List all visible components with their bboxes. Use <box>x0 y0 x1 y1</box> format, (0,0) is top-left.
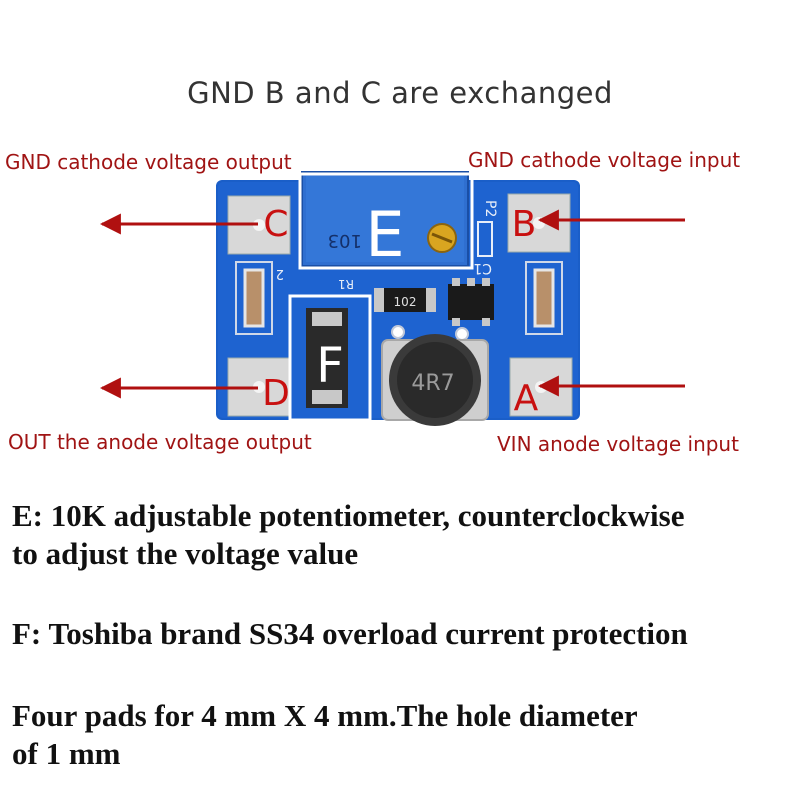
silk-p2: P2 <box>482 200 498 217</box>
desc-f-line: F: Toshiba brand SS34 overload current p… <box>12 616 688 651</box>
label-out-output: OUT the anode voltage output <box>8 430 312 454</box>
component-e-label: E <box>365 198 404 271</box>
pot-code: 103 <box>328 230 362 251</box>
highlight-f-box <box>288 294 372 422</box>
ic-chip <box>448 284 494 320</box>
silk-c1: C1 <box>473 260 492 276</box>
silk-r2: 2 <box>276 266 284 281</box>
desc-pads-line2: of 1 mm <box>12 736 121 771</box>
pad-c-label: C <box>263 204 288 245</box>
highlight-e-box <box>298 172 474 270</box>
pad-b-label: B <box>512 204 537 245</box>
pad-d-label: D <box>262 373 290 414</box>
component-f-label: F <box>316 338 344 394</box>
desc-e-line2: to adjust the voltage value <box>12 536 359 571</box>
pad-a-label: A <box>514 378 539 419</box>
capacitor-right <box>533 268 555 328</box>
inductor-code: 4R7 <box>411 371 454 396</box>
label-vin-input: VIN anode voltage input <box>497 432 739 456</box>
capacitor-left <box>243 268 265 328</box>
silk-r1: R1 <box>338 277 354 291</box>
label-gnd-output: GND cathode voltage output <box>5 150 292 174</box>
desc-pads-line1: Four pads for 4 mm X 4 mm.The hole diame… <box>12 698 638 733</box>
resistor-code: 102 <box>394 295 417 309</box>
page-title: GND B and C are exchanged <box>187 76 613 110</box>
desc-e-line1: E: 10K adjustable potentiometer, counter… <box>12 498 685 533</box>
resistor-102 <box>374 288 436 312</box>
label-gnd-input: GND cathode voltage input <box>468 148 741 172</box>
